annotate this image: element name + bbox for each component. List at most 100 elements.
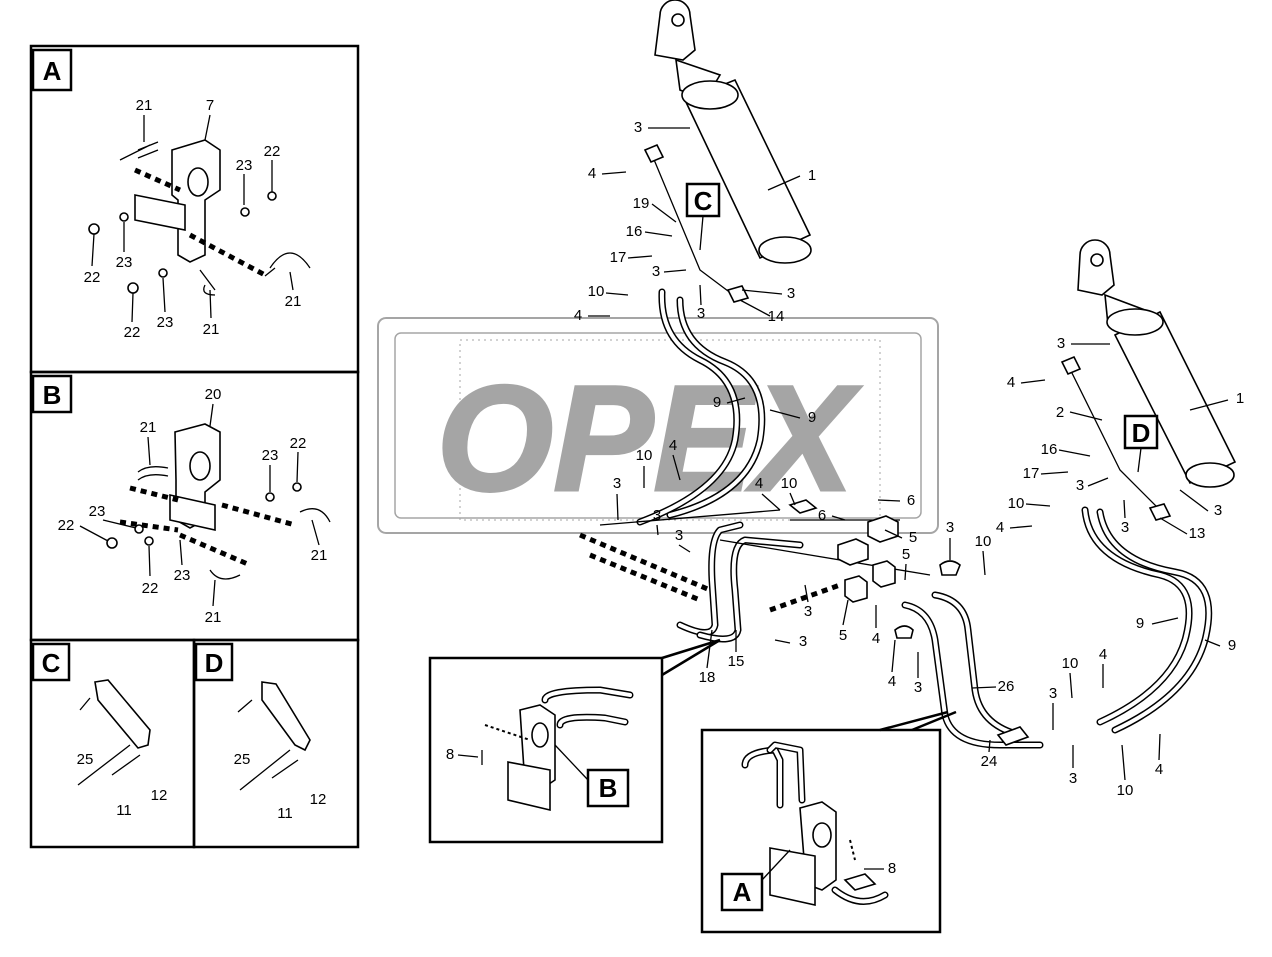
tag-D: D [1123,414,1159,473]
callout-4: 4 [996,519,1004,536]
callout-6: 6 [907,492,915,509]
bracket-7-drawing [88,139,311,296]
callout-7: 7 [206,97,214,114]
svg-text:C: C [694,186,713,216]
callout-3: 3 [1076,477,1084,494]
callout-10: 10 [1062,655,1079,672]
callout-9: 9 [1136,615,1144,632]
callout-4: 4 [669,437,677,454]
callout-6: 6 [818,507,826,524]
left-hydraulic-cylinder [643,0,812,303]
callout-3: 3 [634,119,642,136]
callout-21: 21 [136,97,153,114]
bracket-20-drawing [106,423,331,580]
callout-3: 3 [787,285,795,302]
callout-17: 17 [1023,465,1040,482]
callout-8: 8 [446,746,454,763]
svg-text:A: A [733,877,752,907]
svg-text:D: D [1132,418,1151,448]
svg-text:B: B [43,380,62,410]
tag-C-panel: C [31,642,71,682]
callout-22: 22 [290,435,307,452]
callout-22: 22 [142,580,159,597]
callout-16: 16 [626,223,643,240]
tag-B-panel: B [31,374,73,414]
callout-3: 3 [652,263,660,280]
callout-22: 22 [124,324,141,341]
callout-11: 11 [277,805,293,822]
callout-12: 12 [310,791,327,808]
opex-watermark: OPEX [377,317,939,534]
callout-12: 12 [151,787,168,804]
callout-1: 1 [808,167,816,184]
inset-A-box: A [700,710,957,934]
callout-23: 23 [116,254,133,271]
callout-3: 3 [1214,502,1222,519]
callout-25: 25 [234,751,251,768]
tag-C: C [685,182,721,251]
callout-23: 23 [262,447,279,464]
callout-3: 3 [804,603,812,620]
callout-14: 14 [768,308,785,325]
callout-10: 10 [636,447,653,464]
callout-23: 23 [89,503,106,520]
center-callouts: 9 9 10 4 3 4 10 3 3 6 6 5 5 5 3 3 10 4 3… [613,394,1015,770]
callout-3: 3 [613,475,621,492]
callout-4: 4 [755,475,763,492]
callout-9: 9 [808,409,816,426]
callout-1: 1 [1236,390,1244,407]
callout-3: 3 [697,305,705,322]
callout-4: 4 [588,165,596,182]
callout-20: 20 [205,386,222,403]
callout-3: 3 [1069,770,1077,787]
callout-22: 22 [264,143,281,160]
callout-22: 22 [84,269,101,286]
tag-D-panel: D [194,642,234,682]
callout-2: 2 [1056,404,1064,421]
callout-21: 21 [140,419,157,436]
callout-23: 23 [174,567,191,584]
callout-10: 10 [588,283,605,300]
callout-5: 5 [839,627,847,644]
callout-5: 5 [909,529,917,546]
callout-9: 9 [1228,637,1236,654]
callout-24: 24 [981,753,998,770]
callout-9: 9 [713,394,721,411]
callout-3: 4 [872,630,880,647]
callout-3: 3 [675,527,683,544]
callout-3: 5 [902,546,910,563]
callout-23: 23 [157,314,174,331]
callout-19: 19 [633,195,650,212]
callout-3: 3 [1049,685,1057,702]
callout-4: 4 [1099,646,1107,663]
callout-8: 8 [888,860,896,877]
detail-panels: A B C D 21 7 23 2 [29,44,360,849]
callout-16: 16 [1041,441,1058,458]
callout-4: 3 [914,679,922,696]
callout-22: 22 [58,517,75,534]
callout-13: 13 [1189,525,1206,542]
link-25-drawing [237,681,311,791]
callout-3: 3 [1057,335,1065,352]
callout-10: 10 [1117,782,1134,799]
tag-A-panel: A [31,48,73,92]
center-blocks [788,499,1030,746]
callout-10: 3 [946,519,954,536]
callout-4: 4 [1155,761,1163,778]
callout-4: 10 [975,533,992,550]
callout-21: 21 [203,321,220,338]
callout-10: 10 [1008,495,1025,512]
callout-15: 15 [728,653,745,670]
callout-10: 10 [781,475,798,492]
callout-21: 21 [311,547,328,564]
callout-17: 17 [610,249,627,266]
svg-text:D: D [205,648,224,678]
callout-11: 11 [116,802,132,819]
callout-23: 23 [236,157,253,174]
svg-text:B: B [599,773,618,803]
callout-3: 3 [653,507,661,524]
inset-B-box: B [428,638,721,844]
svg-text:A: A [43,56,62,86]
